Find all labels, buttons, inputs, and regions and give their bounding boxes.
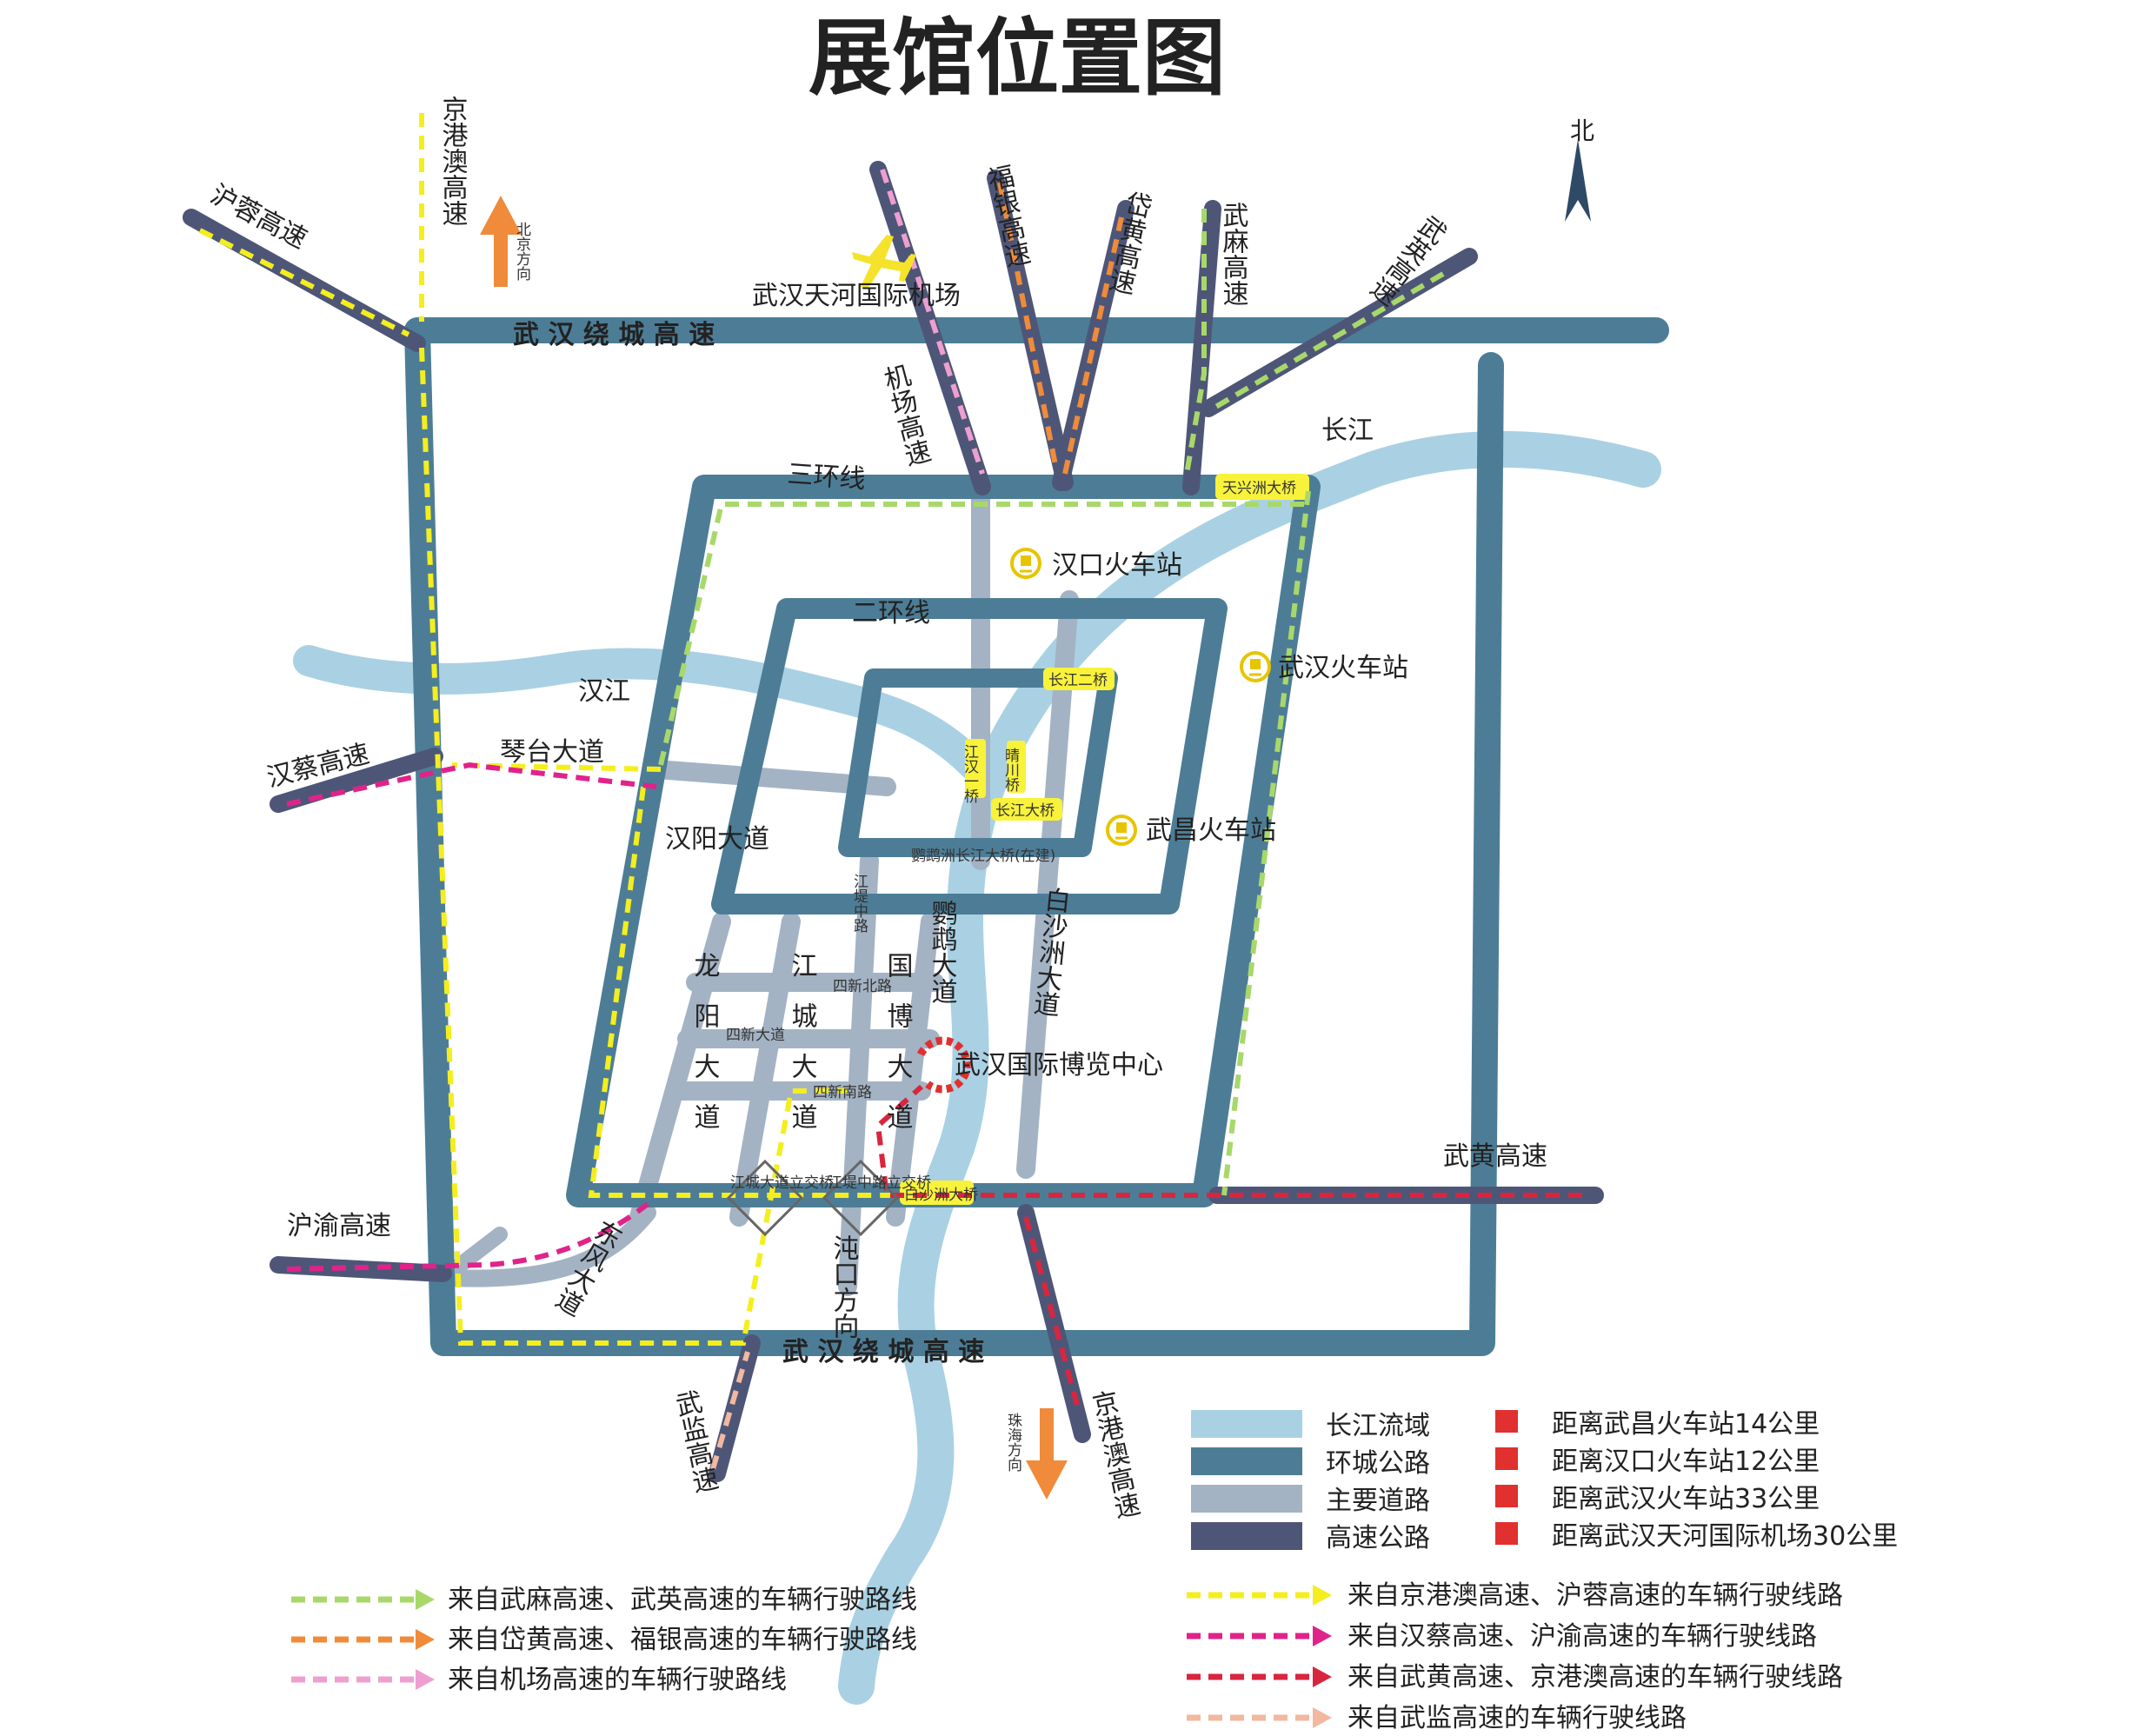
label-bridge-yingwuzhou: 鹦鹉洲长江大桥(在建) — [911, 848, 1055, 865]
label-second-ring: 二环线 — [852, 598, 930, 629]
label-bridge-baishazhou: 白沙洲大桥 — [904, 1187, 978, 1204]
distance-bullet — [1495, 1410, 1518, 1433]
label-hankou-station: 汉口火车站 — [1052, 550, 1182, 581]
label-fuyin: 福银高速 — [981, 162, 1033, 270]
changjiang-river — [838, 430, 1661, 1705]
label-changjiang: 长江 — [1321, 416, 1374, 446]
label-bridge-jianghan1: 江汉一桥 — [961, 744, 979, 803]
third-ring-road — [566, 475, 1321, 1207]
label-qintai: 琴台大道 — [500, 737, 604, 768]
route-legend-item: 来自武监高速的车辆行驶线路 — [1187, 1703, 1687, 1733]
label-sixin-bei: 四新北路 — [833, 978, 892, 995]
north-compass-icon — [1565, 139, 1591, 222]
label-outer-ring-top: 武 汉 绕 城 高 速 — [513, 320, 715, 350]
direction-arrows — [480, 139, 1591, 1500]
north-label: 北 — [1570, 116, 1594, 145]
legend-distances: 距离武昌火车站14公里 距离汉口火车站12公里 距离武汉火车站33公里 距离武汉… — [1495, 1409, 1898, 1552]
distance-label: 距离武汉天河国际机场30公里 — [1552, 1521, 1898, 1552]
label-jinggangao-south: 京港澳高速 — [1085, 1387, 1142, 1521]
legend-area-label: 长江流域 — [1326, 1411, 1430, 1441]
distance-label: 距离汉口火车站12公里 — [1552, 1447, 1820, 1477]
train-icon-wuhan — [1240, 651, 1271, 682]
legend-area-item: 高速公路 — [1191, 1522, 1430, 1553]
label-interchange-jiangdi: 江堤中路立交桥 — [828, 1174, 931, 1192]
label-jinggangao-north: 京港澳高速 — [437, 96, 468, 226]
label-dir-hekou: 沌口方向 — [828, 1234, 859, 1339]
distance-label: 距离武汉火车站33公里 — [1552, 1484, 1820, 1514]
south-down-arrow-icon — [1026, 1408, 1068, 1500]
route-legend-item: 来自汉蔡高速、沪渝高速的车辆行驶线路 — [1187, 1621, 1817, 1652]
legend-routes-left: 来自武麻高速、武英高速的车辆行驶路线 来自岱黄高速、福银高速的车辆行驶路线 来自… — [291, 1585, 917, 1695]
label-hanjiang: 汉江 — [578, 676, 630, 707]
north-up-arrow-icon — [480, 196, 522, 287]
label-sixin-dadao: 四新大道 — [726, 1027, 785, 1044]
route-legend-item: 来自京港澳高速、沪蓉高速的车辆行驶线路 — [1187, 1580, 1843, 1611]
label-longyang: 龙阳大道 — [689, 952, 720, 1154]
distance-bullet — [1495, 1447, 1518, 1470]
label-sixin-nan: 四新南路 — [813, 1084, 872, 1101]
legend-area-label: 主要道路 — [1326, 1486, 1430, 1516]
label-bridge-tianxingzhou: 天兴洲大桥 — [1222, 480, 1296, 497]
label-airport: 武汉天河国际机场 — [752, 281, 961, 311]
train-icon-wuchang — [1106, 815, 1137, 846]
route-legend-item: 来自机场高速的车辆行驶路线 — [291, 1665, 787, 1695]
interchange-icon-jiangcheng — [726, 1159, 804, 1237]
legend-area-label: 环城公路 — [1326, 1448, 1430, 1479]
airplane-icon — [852, 235, 916, 289]
page-title: 展馆位置图 — [808, 10, 1226, 107]
legend-areas: 长江流域 环城公路 主要道路 高速公路 — [1191, 1410, 1430, 1553]
label-jichang: 机场高速 — [876, 361, 934, 470]
route-legend-item: 来自武黄高速、京港澳高速的车辆行驶线路 — [1187, 1662, 1843, 1693]
label-guobo: 国博大道 — [882, 952, 913, 1154]
label-wuhan-station: 武汉火车站 — [1278, 653, 1408, 683]
route-legend-label: 来自汉蔡高速、沪渝高速的车辆行驶线路 — [1348, 1621, 1817, 1652]
label-dir-beijing: 北京方向 — [513, 222, 531, 281]
route-legend-label: 来自武麻高速、武英高速的车辆行驶路线 — [448, 1585, 917, 1615]
legend-area-item: 主要道路 — [1191, 1485, 1430, 1516]
label-bridge-qingchuan: 晴川桥 — [1001, 748, 1020, 792]
label-dir-zhuhai: 珠海方向 — [1004, 1413, 1022, 1472]
inner-ring-road — [838, 668, 1118, 857]
second-ring-road — [711, 598, 1228, 915]
vehicle-routes — [198, 113, 1582, 1470]
route-legend-label: 来自武黄高速、京港澳高速的车辆行驶线路 — [1348, 1662, 1843, 1693]
route-legend-item: 来自岱黄高速、福银高速的车辆行驶路线 — [291, 1625, 917, 1655]
legend-routes-right: 来自京港澳高速、沪蓉高速的车辆行驶线路 来自汉蔡高速、沪渝高速的车辆行驶线路 来… — [1187, 1580, 1843, 1733]
legend-area-item: 长江流域 — [1191, 1410, 1430, 1441]
label-wuhuang: 武黄高速 — [1443, 1141, 1547, 1172]
route-legend-label: 来自京港澳高速、沪蓉高速的车辆行驶线路 — [1348, 1580, 1843, 1611]
label-venue: 武汉国际博览中心 — [955, 1050, 1163, 1081]
route-legend-item: 来自武麻高速、武英高速的车辆行驶路线 — [291, 1585, 917, 1615]
distance-bullet — [1495, 1522, 1518, 1545]
label-jiangcheng: 江城大道 — [787, 952, 817, 1154]
label-wuchang-station: 武昌火车站 — [1146, 815, 1276, 846]
label-bridge-changjiang2: 长江二桥 — [1048, 672, 1108, 689]
label-third-ring: 三环线 — [786, 459, 866, 495]
train-icon-hankou — [1010, 548, 1041, 579]
label-wujian: 武监高速 — [669, 1387, 720, 1496]
distance-label: 距离武昌火车站14公里 — [1552, 1409, 1820, 1440]
legend-area-item: 环城公路 — [1191, 1447, 1430, 1479]
map-labels: 展馆位置图 北 京港澳高速 沪蓉高速 福银高速 岱黄高速 武麻高速 武英高速 机… — [205, 10, 1594, 1522]
label-jiangdizhong: 江堤中路 — [850, 874, 868, 933]
route-legend-label: 来自武监高速的车辆行驶线路 — [1348, 1703, 1687, 1733]
label-outer-ring-bottom: 武 汉 绕 城 高 速 — [782, 1337, 984, 1367]
route-legend-label: 来自机场高速的车辆行驶路线 — [448, 1665, 787, 1695]
distance-bullet — [1495, 1485, 1518, 1507]
legend-area-label: 高速公路 — [1326, 1523, 1430, 1553]
label-hanyang: 汉阳大道 — [665, 824, 769, 855]
label-interchange-jiangcheng: 江城大道立交桥 — [730, 1174, 834, 1192]
label-wuma: 武麻高速 — [1218, 202, 1249, 306]
main-roads — [436, 490, 1079, 1296]
label-bridge-changjiang: 长江大桥 — [995, 802, 1055, 820]
route-legend-label: 来自岱黄高速、福银高速的车辆行驶路线 — [448, 1625, 917, 1655]
label-huyu: 沪渝高速 — [287, 1211, 391, 1241]
interchange-icon-jiangdi — [822, 1159, 900, 1237]
label-yingwu: 鹦鹉大道 — [927, 900, 958, 1004]
